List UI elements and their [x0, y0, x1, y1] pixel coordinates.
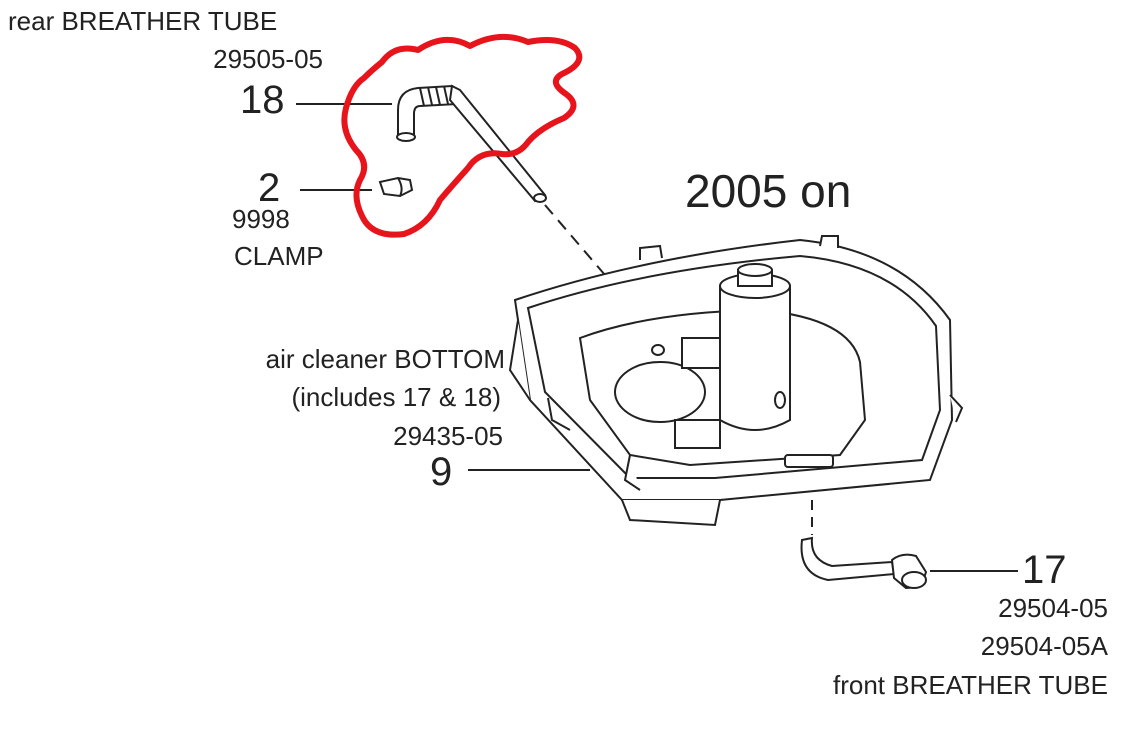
callout-9: 9	[430, 450, 453, 494]
diagram-title: 2005 on	[685, 165, 852, 217]
air-cleaner-bottom-drawing	[508, 235, 964, 527]
air-cleaner-bottom-name: air cleaner BOTTOM	[265, 344, 505, 374]
highlight-outline	[341, 33, 583, 238]
front-breather-tube-name: front BREATHER TUBE	[833, 670, 1108, 700]
front-breather-tube-drawing	[800, 536, 928, 590]
clamp-part-number: 9998	[232, 204, 290, 234]
clamp-name: CLAMP	[234, 241, 324, 271]
front-breather-tube-part-number-2: 29504-05A	[980, 631, 1108, 661]
callout-2: 2	[258, 166, 281, 210]
callout-18: 18	[240, 78, 285, 122]
air-cleaner-bottom-part-number: 29435-05	[393, 421, 503, 451]
callout-17: 17	[1022, 548, 1067, 592]
assembly-line-rear	[544, 204, 606, 276]
front-breather-tube-part-number-1: 29504-05	[998, 593, 1108, 623]
rear-breather-tube-drawing	[396, 84, 547, 203]
air-cleaner-bottom-note: (includes 17 & 18)	[291, 382, 501, 412]
rear-breather-tube-part-number: 29505-05	[213, 44, 323, 74]
rear-breather-tube-name: rear BREATHER TUBE	[8, 6, 278, 36]
clamp-drawing	[378, 176, 414, 198]
